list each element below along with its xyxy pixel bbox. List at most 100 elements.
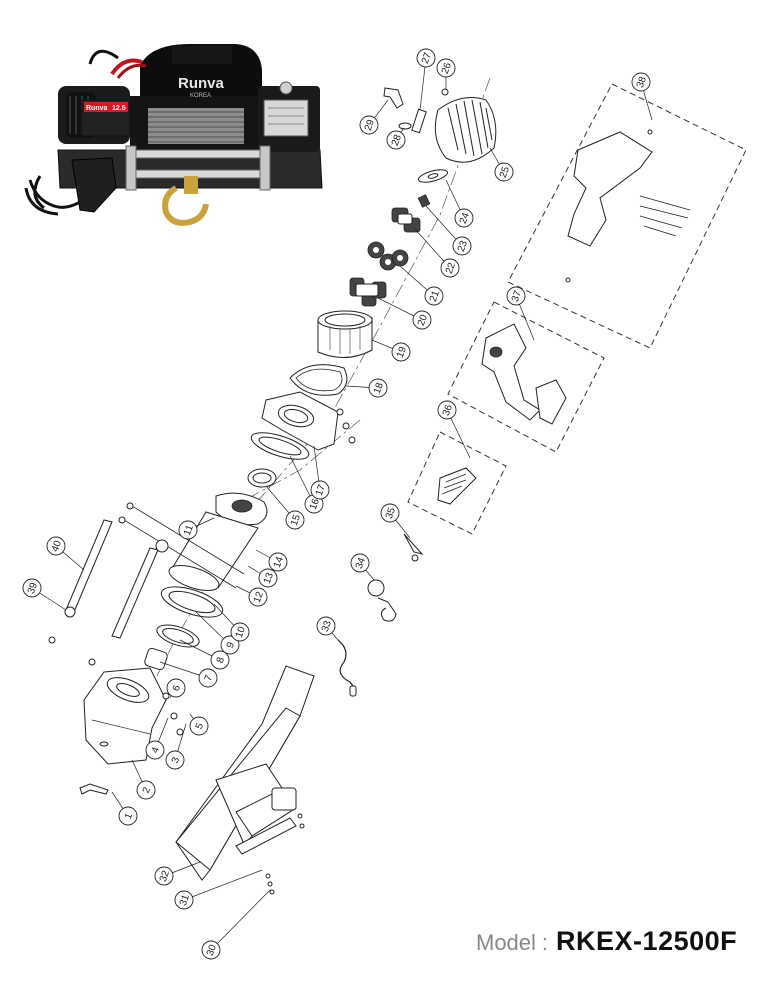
leader-line [210,889,271,951]
callout-circle [416,48,436,68]
leader-line [183,869,263,901]
callout-9: 9 [195,611,240,655]
part-number-30: 30 [205,943,219,958]
photo-brand: Runva [178,75,225,92]
model-separator: : [541,930,549,955]
part-number-10: 10 [234,625,248,640]
callout-circle [316,616,336,636]
kit-boxes [407,83,747,535]
callout-circle [230,622,250,642]
callout-circle [258,568,278,588]
callout-circle [440,258,460,278]
callout-29: 29 [359,99,389,135]
callout-4: 4 [145,717,169,760]
callout-circle [248,587,268,607]
part-number-15: 15 [289,513,303,528]
part-number-23: 23 [456,239,470,254]
callout-40: 40 [46,536,85,571]
part-number-7: 7 [203,673,215,682]
callout-circle [412,310,432,330]
accessory-parts [337,533,424,697]
callout-16: 16 [289,455,324,514]
callout-13: 13 [247,565,278,588]
callout-circle [178,520,198,540]
callout-circle [631,72,651,92]
callout-circle [165,750,185,770]
part-number-31: 31 [178,893,192,908]
callout-circle [436,58,456,78]
callout-circle [310,480,330,500]
callout-circle [454,208,474,228]
part-number-16: 16 [308,497,322,512]
callout-19: 19 [371,339,411,362]
part-number-11: 11 [182,523,196,537]
callout-circle [368,378,388,398]
callout-17: 17 [310,445,330,500]
callout-25: 25 [489,147,514,182]
part-number-6: 6 [171,683,183,692]
callout-circle [268,552,288,572]
mounting-channel [175,665,315,895]
part-number-19: 19 [395,345,409,360]
callout-circle [145,740,165,760]
callout-circle [350,553,370,573]
part-callouts: 1234567891011121314151617181920212223242… [22,48,653,960]
callout-circle [210,650,230,670]
part-number-18: 18 [372,381,386,396]
model-label: Model [476,930,536,955]
part-number-33: 33 [320,619,334,634]
part-number-35: 35 [384,506,398,521]
callout-36: 36 [437,400,471,459]
part-number-17: 17 [314,483,328,498]
callout-circle [154,866,174,886]
part-number-4: 4 [150,745,162,754]
part-number-21: 21 [428,289,442,304]
part-number-13: 13 [262,571,276,586]
callout-31: 31 [174,869,263,910]
callout-7: 7 [159,661,218,688]
callout-circle [380,503,400,523]
callout-circle [220,635,240,655]
part-number-3: 3 [170,755,182,764]
callout-8: 8 [179,639,230,670]
callout-30: 30 [201,889,271,960]
part-number-34: 34 [354,556,368,571]
callout-3: 3 [165,723,187,770]
callout-23: 23 [425,205,472,256]
callout-circle [424,286,444,306]
callout-circle [452,236,472,256]
photo-badge: 12.5 [112,105,126,112]
part-number-28: 28 [390,133,404,148]
callout-circle [386,130,406,150]
callout-10: 10 [213,603,250,642]
part-number-32: 32 [158,869,172,884]
callout-33: 33 [316,616,339,641]
part-number-14: 14 [272,555,286,570]
part-number-36: 36 [441,403,455,418]
part-number-40: 40 [50,539,64,554]
callout-circle [437,400,457,420]
part-number-9: 9 [225,640,237,649]
model-line: Model:RKEX-12500F [476,926,737,957]
callout-21: 21 [399,265,444,306]
callout-22: 22 [413,227,460,278]
callout-circle [285,510,305,530]
callout-18: 18 [345,378,388,398]
callout-20: 20 [377,297,432,330]
part-number-38: 38 [635,75,649,90]
callout-2: 2 [131,759,156,800]
part-number-2: 2 [141,785,153,794]
part-number-26: 26 [440,61,454,76]
part-number-24: 24 [458,211,472,226]
callout-1: 1 [111,791,138,826]
gear-train-parts [48,87,497,795]
callout-circle [136,780,156,800]
callout-14: 14 [255,549,288,572]
callout-12: 12 [235,585,268,607]
part-number-20: 20 [416,313,430,328]
callout-circle [198,668,218,688]
part-number-8: 8 [215,655,227,664]
callout-28: 28 [386,127,406,150]
part-number-39: 39 [26,581,40,596]
